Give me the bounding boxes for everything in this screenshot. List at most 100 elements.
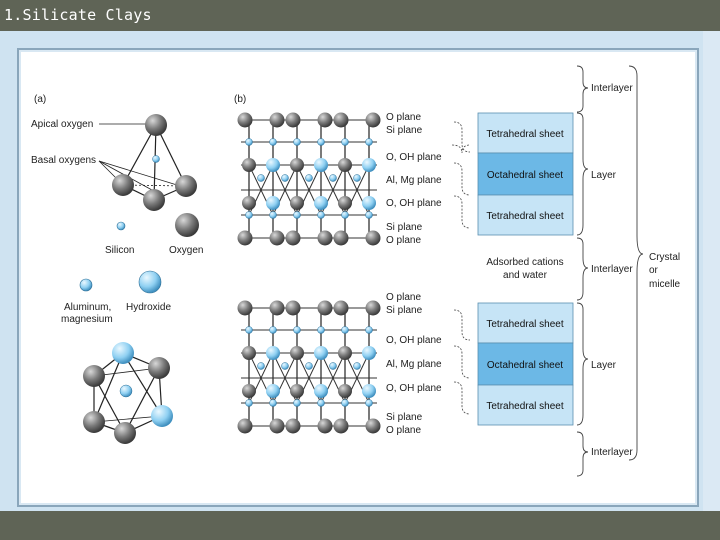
sheet-label: Tetrahedral sheet [486, 211, 563, 222]
hydroxide-atom [362, 158, 376, 172]
aluminum-atom [353, 362, 361, 370]
plane-labels-bottom: O plane Si plane O, OH plane Al, Mg plan… [386, 292, 442, 436]
silicon-atom [293, 399, 301, 407]
hydroxide-atom [314, 196, 328, 210]
silicon-atom [341, 138, 349, 146]
octahedron-model [83, 342, 173, 444]
adsorbed-label-line1: Adsorbed cations [486, 257, 563, 268]
layer-top-label: Layer [591, 170, 617, 181]
silicon-atom [317, 138, 325, 146]
oxygen-atom [83, 365, 105, 387]
plane-label: Al, Mg plane [386, 175, 442, 186]
tetrahedral-sheet-box [477, 302, 574, 344]
plane-labels-top: O plane Si plane O, OH plane Al, Mg plan… [386, 112, 442, 246]
oxygen-atom [338, 158, 352, 172]
oxygen-atom [317, 112, 333, 128]
hydroxide-atom [314, 346, 328, 360]
oxygen-atom [237, 300, 253, 316]
aluminum-label-line1: Aluminum, [64, 302, 111, 313]
oxygen-atom [317, 230, 333, 246]
oxygen-legend-icon [175, 213, 199, 237]
silicon-atom [293, 211, 301, 219]
sheet-label: Octahedral sheet [487, 170, 563, 181]
oxygen-atom [338, 346, 352, 360]
basal-pointer-3 [98, 160, 178, 186]
hydroxide-atom [266, 384, 280, 398]
oxygen-atom [269, 230, 285, 246]
plane-label: O plane [386, 235, 421, 246]
plane-label: O plane [386, 112, 421, 123]
silicon-atom [245, 326, 253, 334]
oxygen-atom [333, 418, 349, 434]
plane-label: O, OH plane [386, 335, 442, 346]
sheet-stack-bottom: Tetrahedral sheet Octahedral sheet Tetra… [477, 302, 574, 426]
silicon-atom [245, 399, 253, 407]
sheet-label: Tetrahedral sheet [486, 319, 563, 330]
tetrahedron-model [112, 114, 197, 211]
silicon-atom [317, 326, 325, 334]
interlayer-bottom-label: Interlayer [591, 447, 633, 458]
sheet-stack-top: Tetrahedral sheet Octahedral sheet Tetra… [477, 112, 574, 236]
oxygen-atom [285, 230, 301, 246]
oxygen-atom [285, 112, 301, 128]
panel-a-label: (a) [34, 94, 46, 105]
aluminum-atom [257, 362, 265, 370]
hydroxide-legend-icon [138, 270, 162, 294]
oxygen-atom [290, 196, 304, 210]
oxygen-atom [317, 300, 333, 316]
oxygen-atom [285, 418, 301, 434]
adsorbed-label-line2: and water [503, 270, 548, 281]
basal-oxygens-label: Basal oxygens [31, 155, 96, 166]
silicon-atom [269, 211, 277, 219]
silicon-atom [269, 326, 277, 334]
slide-edge [703, 31, 720, 511]
silicon-atom [293, 326, 301, 334]
aluminum-atom [329, 174, 337, 182]
silicon-atom [269, 399, 277, 407]
crystal-label-line3: micelle [649, 279, 681, 290]
apical-oxygen-atom [145, 114, 167, 136]
oxygen-atom [285, 300, 301, 316]
hydroxide-atom [362, 196, 376, 210]
plane-label: Si plane [386, 412, 423, 423]
plane-label: Si plane [386, 125, 423, 136]
octahedral-sheet-box [477, 152, 574, 196]
oxygen-atom [269, 418, 285, 434]
hydroxide-atom [266, 346, 280, 360]
oxygen-atom [338, 384, 352, 398]
oxygen-atom [237, 112, 253, 128]
interlayer-top-label: Interlayer [591, 83, 633, 94]
silicon-atom [365, 399, 373, 407]
apical-oxygen-label: Apical oxygen [31, 119, 93, 130]
hydroxide-atom [362, 384, 376, 398]
hydroxide-atom [266, 158, 280, 172]
basal-oxygen-atom [112, 174, 134, 196]
oxygen-atom [242, 158, 256, 172]
oxygen-atom [365, 112, 381, 128]
hydroxide-atom [266, 196, 280, 210]
oxygen-atom [269, 112, 285, 128]
silicon-atom [365, 326, 373, 334]
oxygen-atom [83, 411, 105, 433]
sheet-label: Octahedral sheet [487, 360, 563, 371]
silicon-atom [341, 399, 349, 407]
oxygen-atom [242, 346, 256, 360]
aluminum-atom [353, 174, 361, 182]
oxygen-atom [333, 230, 349, 246]
silicon-atom [269, 138, 277, 146]
silicon-atom [245, 211, 253, 219]
silicon-atom [365, 138, 373, 146]
oxygen-atom [333, 112, 349, 128]
oxygen-atom [148, 357, 170, 379]
slide-area: (a) Apical oxygen Basal oxygens [0, 31, 720, 511]
oxygen-atom [114, 422, 136, 444]
panel-b-label: (b) [234, 94, 246, 105]
interlayer-mid-label: Interlayer [591, 264, 633, 275]
plane-label: Si plane [386, 222, 423, 233]
plane-label: Al, Mg plane [386, 359, 442, 370]
aluminum-atom [305, 174, 313, 182]
slide-title: 1.Silicate Clays [4, 6, 152, 24]
hydroxide-atom [151, 405, 173, 427]
oxygen-atom [242, 196, 256, 210]
aluminum-atom [305, 362, 313, 370]
